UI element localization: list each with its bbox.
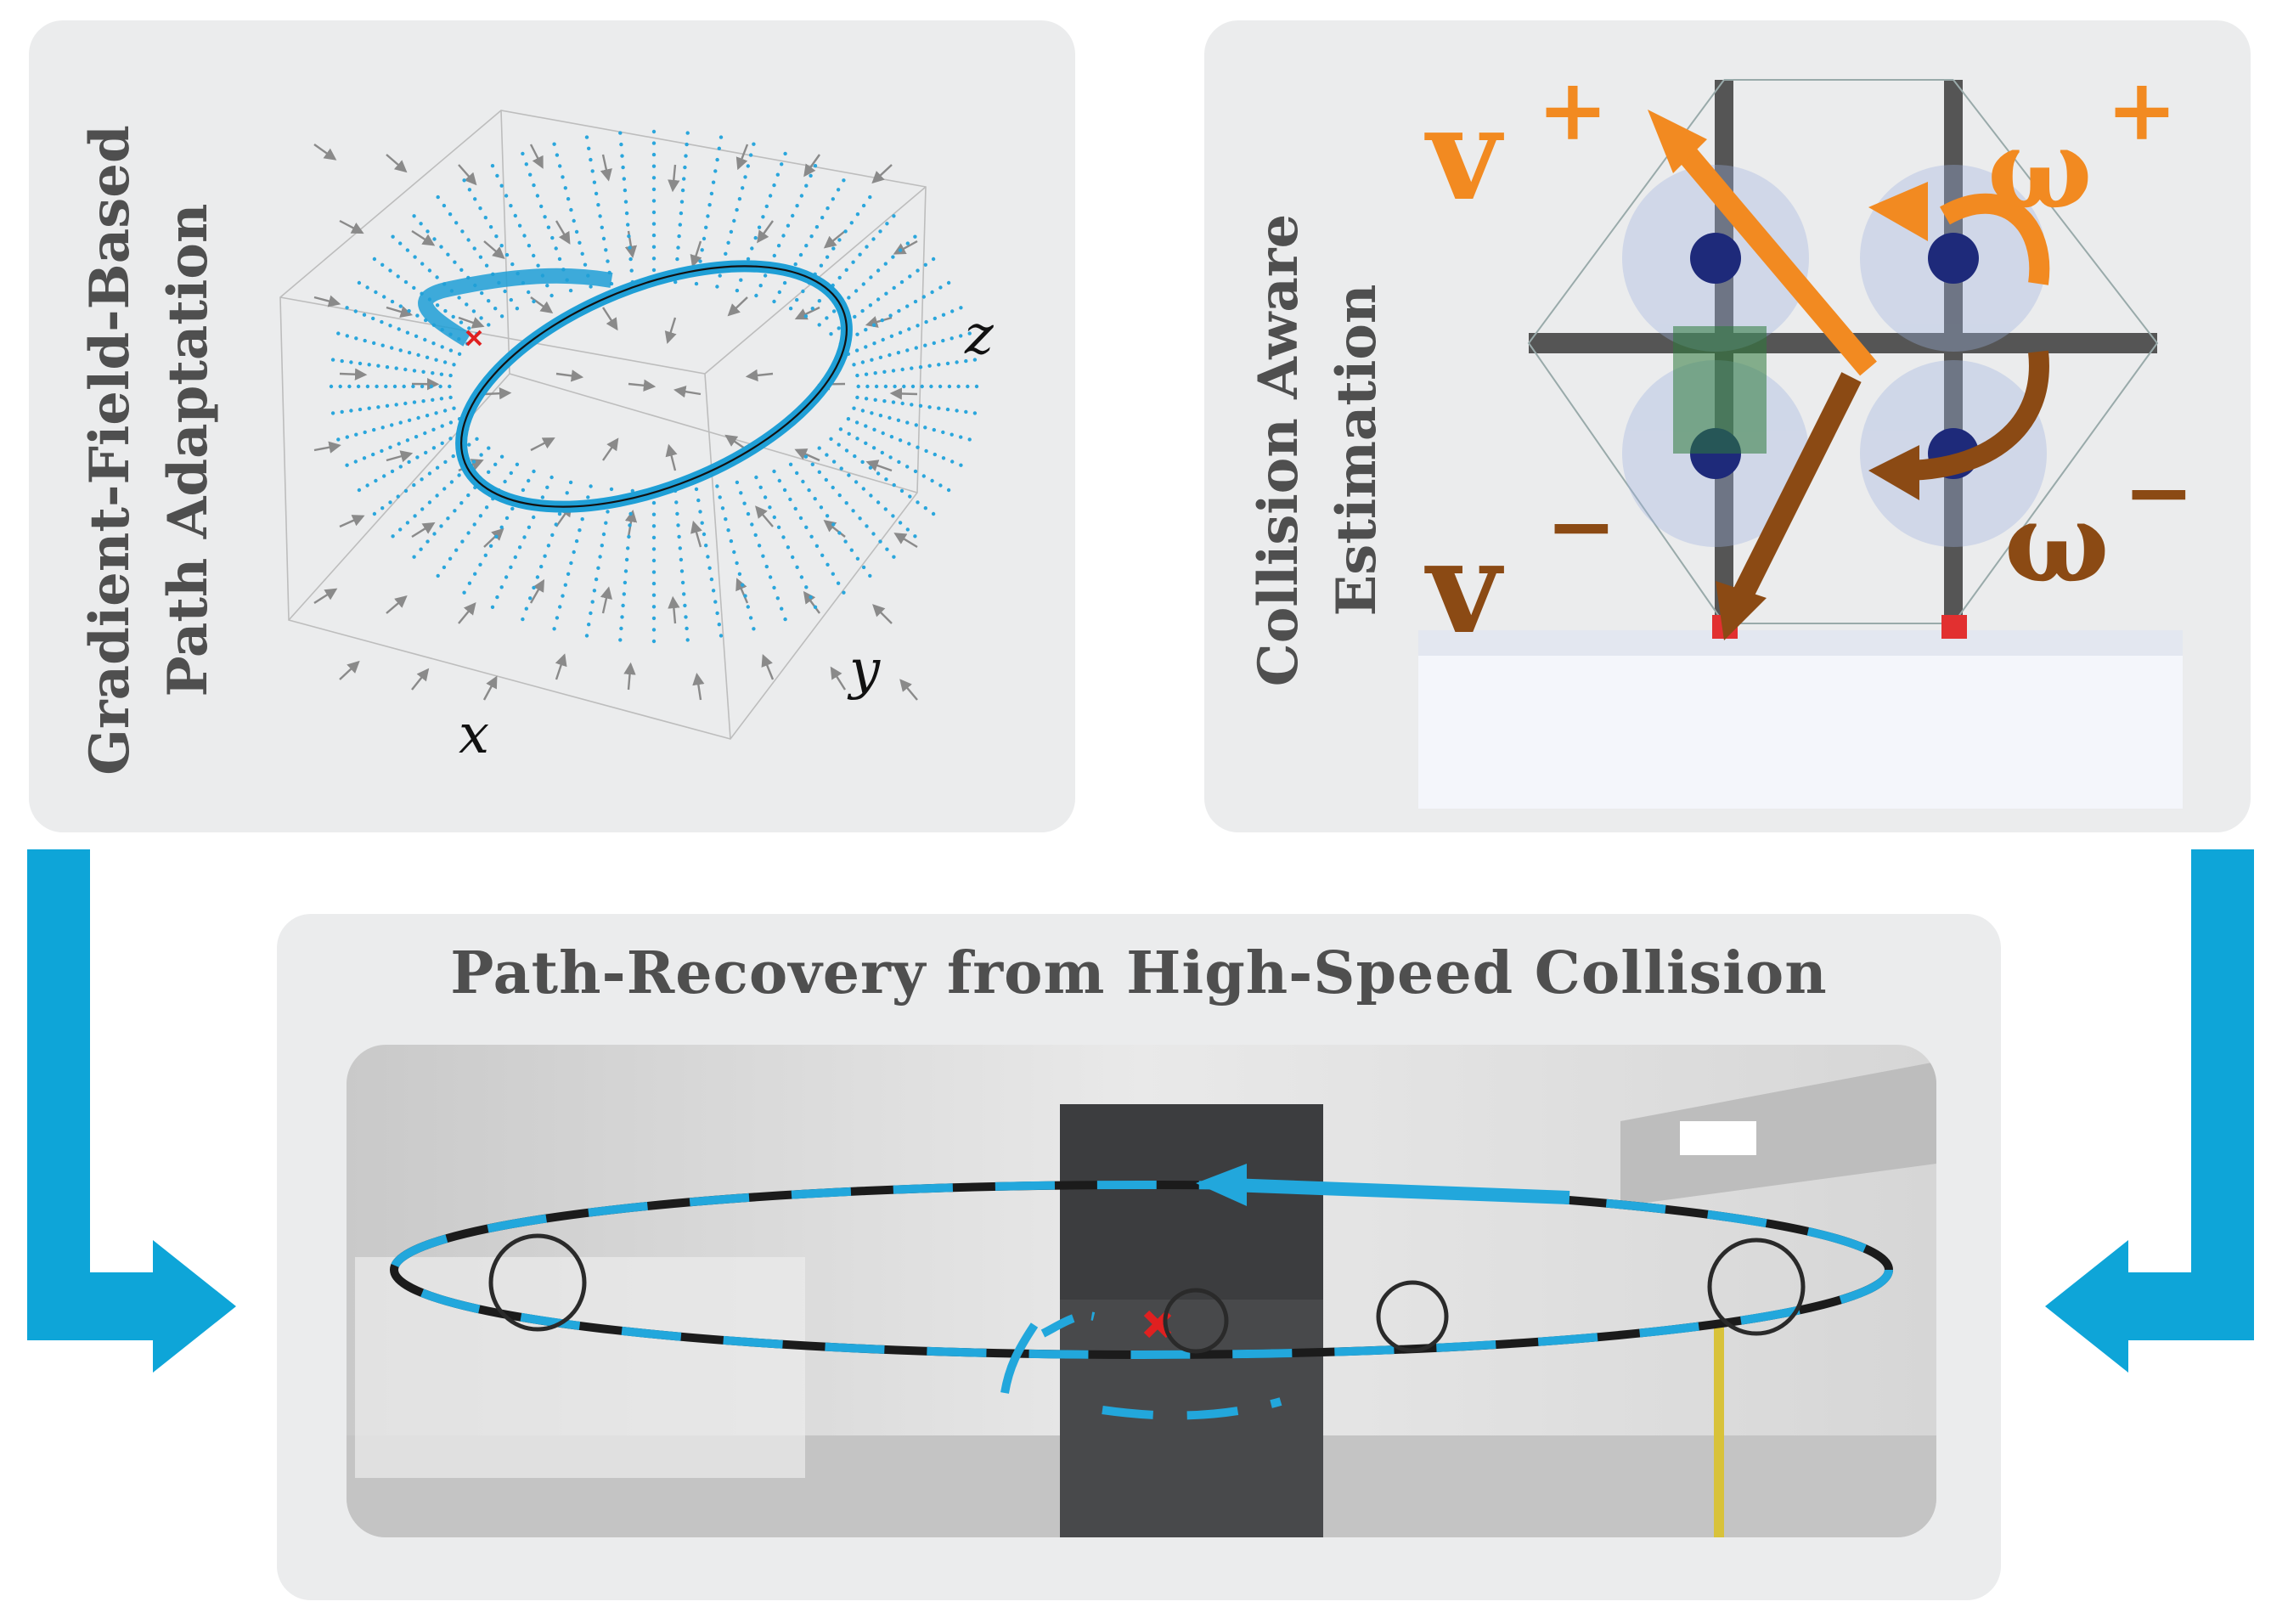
flow-arrow-right [2045,849,2254,1373]
duct-label [1680,1121,1756,1155]
omega-minus-arrow [1902,350,2049,481]
omega-minus-sign: − [2123,442,2195,542]
omega-minus-arrowhead [1868,445,1919,500]
recovered-path [390,1181,1893,1359]
axis-label-y: y [847,639,881,702]
v-minus-symbol: v [1424,513,1504,663]
direction-arrowhead [1196,1164,1247,1206]
gradient-field-title-line2: Path Adaptation [156,203,220,697]
direction-arrow-line [1229,1178,1570,1204]
recovery-trajectory [1102,1397,1282,1420]
v-plus-arrowhead [1648,110,1707,173]
collision-estimation-title-line1: Collision Aware [1247,213,1310,687]
gradient-field-title-line1: Gradient-Field-Based [78,125,142,775]
v-minus-arrowhead [1716,581,1767,640]
axis-label-z: z [964,304,995,367]
omega-plus-arrow [1940,193,2050,285]
gradient-field-plot: z y x [279,110,995,766]
v-plus-symbol: v [1424,80,1504,229]
support-pole [1714,1325,1724,1537]
recovery-experiment-photo [347,1045,1936,1537]
streamline-dots [329,129,979,644]
adapted-path-loop [418,260,853,513]
v-minus-arrow [1731,372,1862,603]
axis-label-x: x [459,703,489,766]
collision-estimation-title-line2: Estimation [1325,284,1389,617]
gradient-field-title: Gradient-Field-Based Path Adaptation [71,125,228,775]
path-recovery-title: Path-Recovery from High-Speed Collision [450,939,1828,1007]
v-plus-sign: + [1537,59,1609,160]
v-plus-arrow [1673,140,1877,376]
flow-arrow-left [27,849,236,1373]
drone-snapshots [488,1233,1806,1354]
collision-cross-marker [465,330,482,347]
collision-estimation-title: Collision Aware Estimation [1240,214,1396,686]
battery-body [1673,326,1767,454]
v-minus-sign: − [1546,476,1617,576]
omega-minus-symbol: ω [2004,477,2110,607]
ventilation-duct [1620,1062,1936,1206]
gradient-field-panel [29,20,1075,832]
contact-surface [1418,630,2183,809]
omega-plus-sign: + [2106,59,2178,160]
field-vectors [313,144,918,701]
drone-collision-graphic: v + ω + v − ω − [1418,59,2195,809]
omega-plus-arrowhead [1868,182,1928,241]
omega-plus-symbol: ω [1987,104,2093,234]
plot-box [279,110,927,740]
